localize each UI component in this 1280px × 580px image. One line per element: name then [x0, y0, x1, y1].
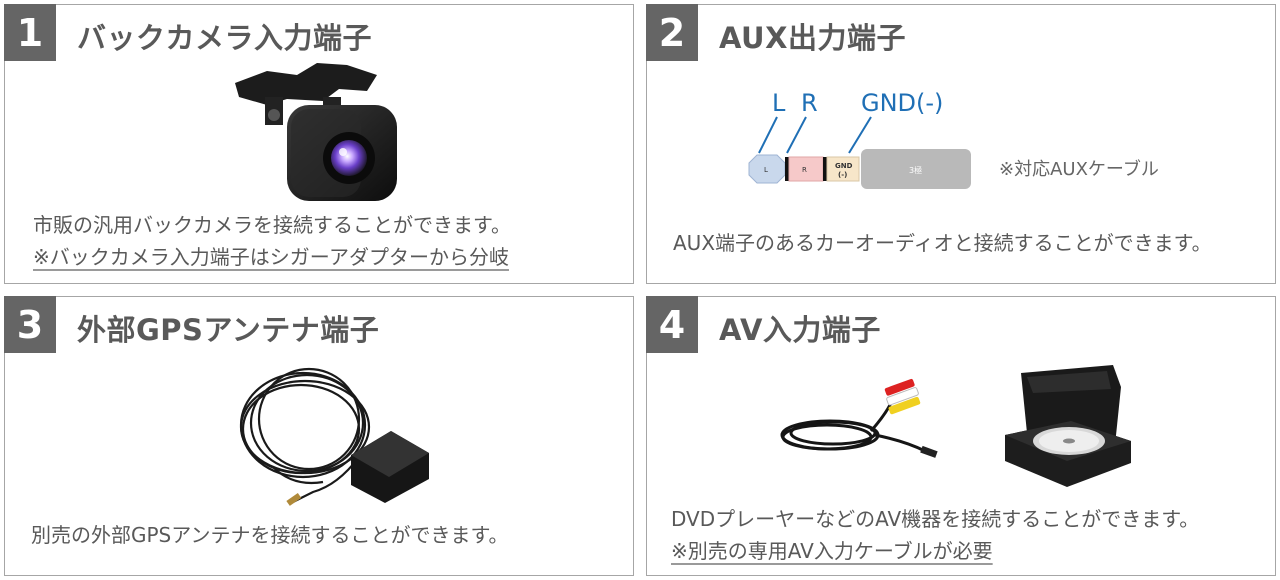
description-line: 別売の外部GPSアンテナを接続することができます。 [31, 523, 509, 547]
panel-title: バックカメラ入力端子 [77, 21, 373, 55]
description-line: 市販の汎用バックカメラを接続することができます。 [33, 213, 511, 237]
description-note: ※別売の専用AV入力ケーブルが必要 [671, 539, 993, 563]
dvd-player-image [1005, 365, 1131, 487]
panel-description: AUX端子のあるカーオーディオと接続することができます。 [673, 227, 1212, 259]
description-line: AUX端子のあるカーオーディオと接続することができます。 [673, 231, 1212, 255]
description-note: ※バックカメラ入力端子はシガーアダプターから分岐 [33, 245, 509, 269]
av-cable-image [780, 378, 938, 458]
panel-description: 市販の汎用バックカメラを接続することができます。 ※バックカメラ入力端子はシガー… [33, 209, 511, 273]
panel-description: DVDプレーヤーなどのAV機器を接続することができます。 ※別売の専用AV入力ケ… [671, 503, 1199, 567]
panel-number-badge: 2 [646, 4, 698, 61]
plug-label-r: R [801, 89, 818, 117]
panel-number-badge: 1 [4, 4, 56, 61]
panel-aux-output: 2 AUX出力端子 L R GND(-) L R GND (-) 3極 ※対応A… [646, 4, 1276, 284]
panel-av-input: 4 AV入力端子 DVDプレーヤーなどのAV機器を接続することができます。 ※別… [646, 296, 1276, 576]
plug-body-label: 3極 [909, 165, 922, 175]
plug-label-l: L [772, 89, 786, 117]
plug-label-gnd: GND(-) [861, 89, 943, 117]
gps-antenna-image [239, 367, 429, 506]
plug-segment-gnd-sign: (-) [838, 171, 847, 179]
panel-description: 別売の外部GPSアンテナを接続することができます。 [31, 519, 508, 551]
panel-number-badge: 4 [646, 296, 698, 353]
plug-segment-r: R [802, 166, 807, 174]
aux-cable-caption: ※対応AUXケーブル [999, 159, 1159, 180]
panel-title: 外部GPSアンテナ端子 [77, 313, 380, 347]
panel-number-badge: 3 [4, 296, 56, 353]
rear-camera-image [235, 63, 397, 201]
panel-rear-camera: 1 バックカメラ入力端子 市販の汎用バックカメラを接続することができます。 ※バ… [4, 4, 634, 284]
description-line: DVDプレーヤーなどのAV機器を接続することができます。 [671, 507, 1200, 531]
plug-segment-gnd: GND [835, 162, 853, 170]
panel-gps-antenna: 3 外部GPSアンテナ端子 別売の外部GPSアンテナを接続することができます。 [4, 296, 634, 576]
plug-segment-l: L [764, 166, 768, 174]
aux-plug-diagram: L R GND(-) L R GND (-) 3極 [748, 89, 971, 189]
panel-title: AUX出力端子 [719, 21, 906, 55]
panel-title: AV入力端子 [719, 313, 881, 347]
